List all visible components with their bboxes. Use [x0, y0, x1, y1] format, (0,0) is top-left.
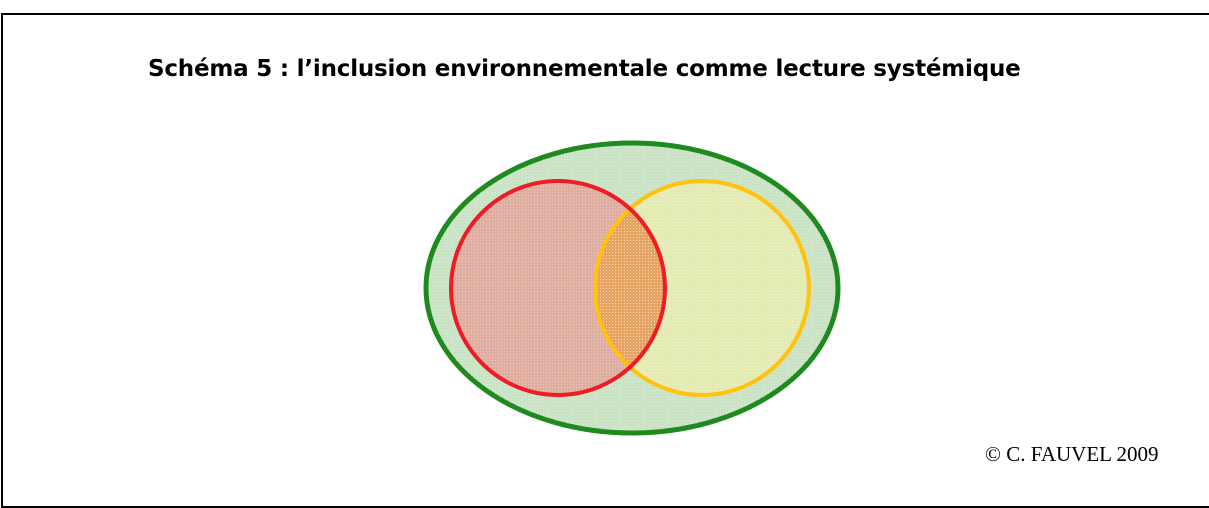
left-circle-outline	[449, 179, 667, 397]
right-circle-outline	[593, 179, 811, 397]
copyright-notice: © C. FAUVEL 2009	[985, 442, 1159, 466]
diagram-title: Schéma 5 : l’inclusion environnementale …	[148, 56, 1021, 82]
venn-diagram	[423, 140, 841, 436]
